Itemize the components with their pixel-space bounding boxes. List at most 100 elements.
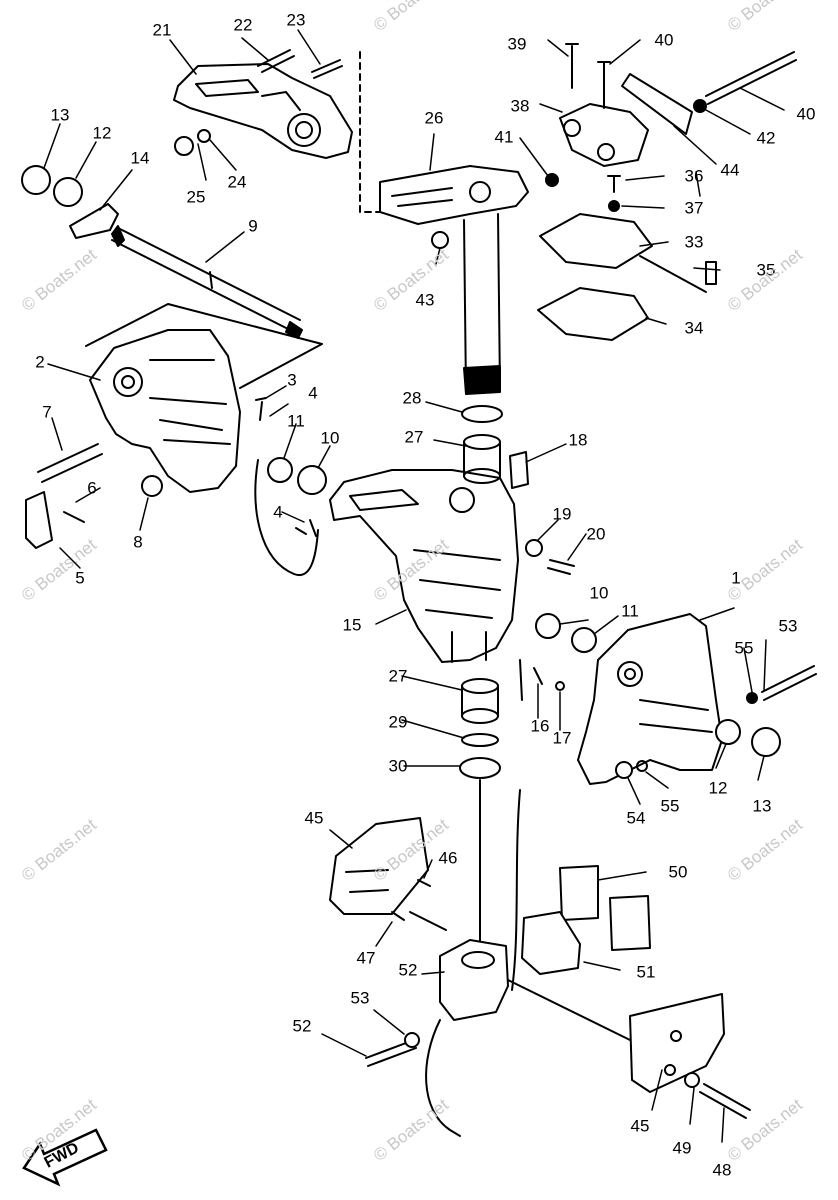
callout-43: 45 <box>630 1116 650 1136</box>
callout-2: 2 <box>35 352 45 372</box>
cable-loop-left <box>254 459 319 577</box>
callout-39: 40 <box>796 104 816 124</box>
part-7-bolt <box>37 443 103 483</box>
callout-26: 26 <box>424 108 444 128</box>
callout-24: 24 <box>227 172 247 192</box>
callout-12b: 12 <box>708 778 728 798</box>
part-9-tilt-shaft <box>111 225 303 339</box>
part-6-clip <box>63 511 85 523</box>
callout-44: 45 <box>304 808 324 828</box>
part-13-cap <box>21 165 51 195</box>
part-11-washer-b <box>571 627 597 653</box>
part-15-swivel-bracket <box>329 469 519 663</box>
callout-30: 30 <box>388 756 408 776</box>
callout-13: 13 <box>50 105 70 125</box>
part-20-bolt <box>547 559 575 575</box>
callout-53: 53 <box>778 616 798 636</box>
part-48-block-a <box>559 865 599 921</box>
callout-20: 20 <box>586 524 606 544</box>
part-48-block-b <box>609 895 651 951</box>
part-14-plate <box>69 203 119 239</box>
callout-27: 27 <box>404 427 424 447</box>
callout-45: 46 <box>438 848 458 868</box>
callout-48: 50 <box>668 862 688 882</box>
grease-pin <box>519 659 523 701</box>
part-45-screw <box>417 879 431 887</box>
callout-15: 15 <box>342 615 362 635</box>
part-43-anode <box>629 993 725 1093</box>
callout-28: 28 <box>402 388 422 408</box>
part-35-washer <box>608 200 620 212</box>
callout-32: 34 <box>684 318 704 338</box>
part-54-nut <box>615 761 633 779</box>
fwd-arrow-icon <box>22 1128 108 1187</box>
part-5-plate <box>25 491 53 549</box>
part-46-bolt <box>699 1083 751 1119</box>
part-50-lower-mount <box>439 939 509 1021</box>
part-53-bolt <box>761 665 817 701</box>
part-52-washer <box>404 1032 420 1048</box>
part-11-washer <box>267 457 293 483</box>
callout-7: 7 <box>42 402 52 422</box>
part-40-washer <box>693 99 707 113</box>
callout-38: 40 <box>654 30 674 50</box>
callout-31: 33 <box>684 232 704 252</box>
part-10-bushing-b <box>535 613 561 639</box>
callout-55: 55 <box>734 638 754 658</box>
part-3-pin <box>255 397 267 421</box>
callout-25: 25 <box>186 187 206 207</box>
part-25-nut <box>174 136 194 156</box>
callout-17: 17 <box>552 728 572 748</box>
callout-36: 38 <box>510 96 530 116</box>
callout-41: 44 <box>720 160 740 180</box>
leader-50-43 <box>507 979 631 1041</box>
part-22-bolt <box>257 49 295 73</box>
part-38-bolt <box>597 61 611 109</box>
ground-wire <box>425 1019 461 1137</box>
callout-14: 14 <box>130 148 150 168</box>
callout-37: 39 <box>507 34 527 54</box>
part-41-plate <box>621 73 693 135</box>
callout-1: 1 <box>731 568 741 588</box>
part-17-pin <box>555 681 565 691</box>
part-13-cap-b <box>751 727 781 757</box>
callout-9: 9 <box>248 216 258 236</box>
callout-51: 52 <box>292 1016 312 1036</box>
callout-52: 53 <box>350 988 370 1008</box>
part-27-bushing-lower <box>461 678 499 724</box>
leader-lines <box>43 29 785 1143</box>
part-21-upper-bracket <box>173 63 353 159</box>
callout-35: 37 <box>684 198 704 218</box>
part-40-washer-b <box>545 173 559 187</box>
part-39-bolt <box>705 51 797 105</box>
callout-16: 16 <box>530 716 550 736</box>
callout-50: 52 <box>398 960 418 980</box>
part-2-clamp-bracket <box>85 303 323 493</box>
callout-47: 49 <box>672 1138 692 1158</box>
callout-27b: 27 <box>388 666 408 686</box>
part-19-nut <box>525 539 543 557</box>
part-47-washer <box>684 1072 700 1088</box>
part-36-clamp <box>559 103 649 167</box>
callout-46: 48 <box>712 1160 732 1180</box>
part-28-steering-shaft <box>463 213 501 393</box>
part-34-bolt <box>607 175 621 193</box>
callout-49: 51 <box>636 962 656 982</box>
callout-10b: 10 <box>589 583 609 603</box>
leader-44 <box>409 911 447 931</box>
callout-54: 54 <box>626 808 646 828</box>
part-29-ring <box>461 733 499 747</box>
part-49-holder <box>521 911 581 975</box>
callout-21: 21 <box>152 20 172 40</box>
part-4-pin <box>295 519 317 537</box>
callout-10: 10 <box>320 428 340 448</box>
callout-55b: 55 <box>660 796 680 816</box>
callout-23: 23 <box>286 10 306 30</box>
shaft-splines <box>463 365 501 395</box>
part-10-bushing <box>297 465 327 495</box>
callout-8: 8 <box>133 532 143 552</box>
part-28-washer <box>461 405 503 423</box>
ground-wire-2 <box>511 789 521 991</box>
part-32-gasket <box>537 287 649 341</box>
